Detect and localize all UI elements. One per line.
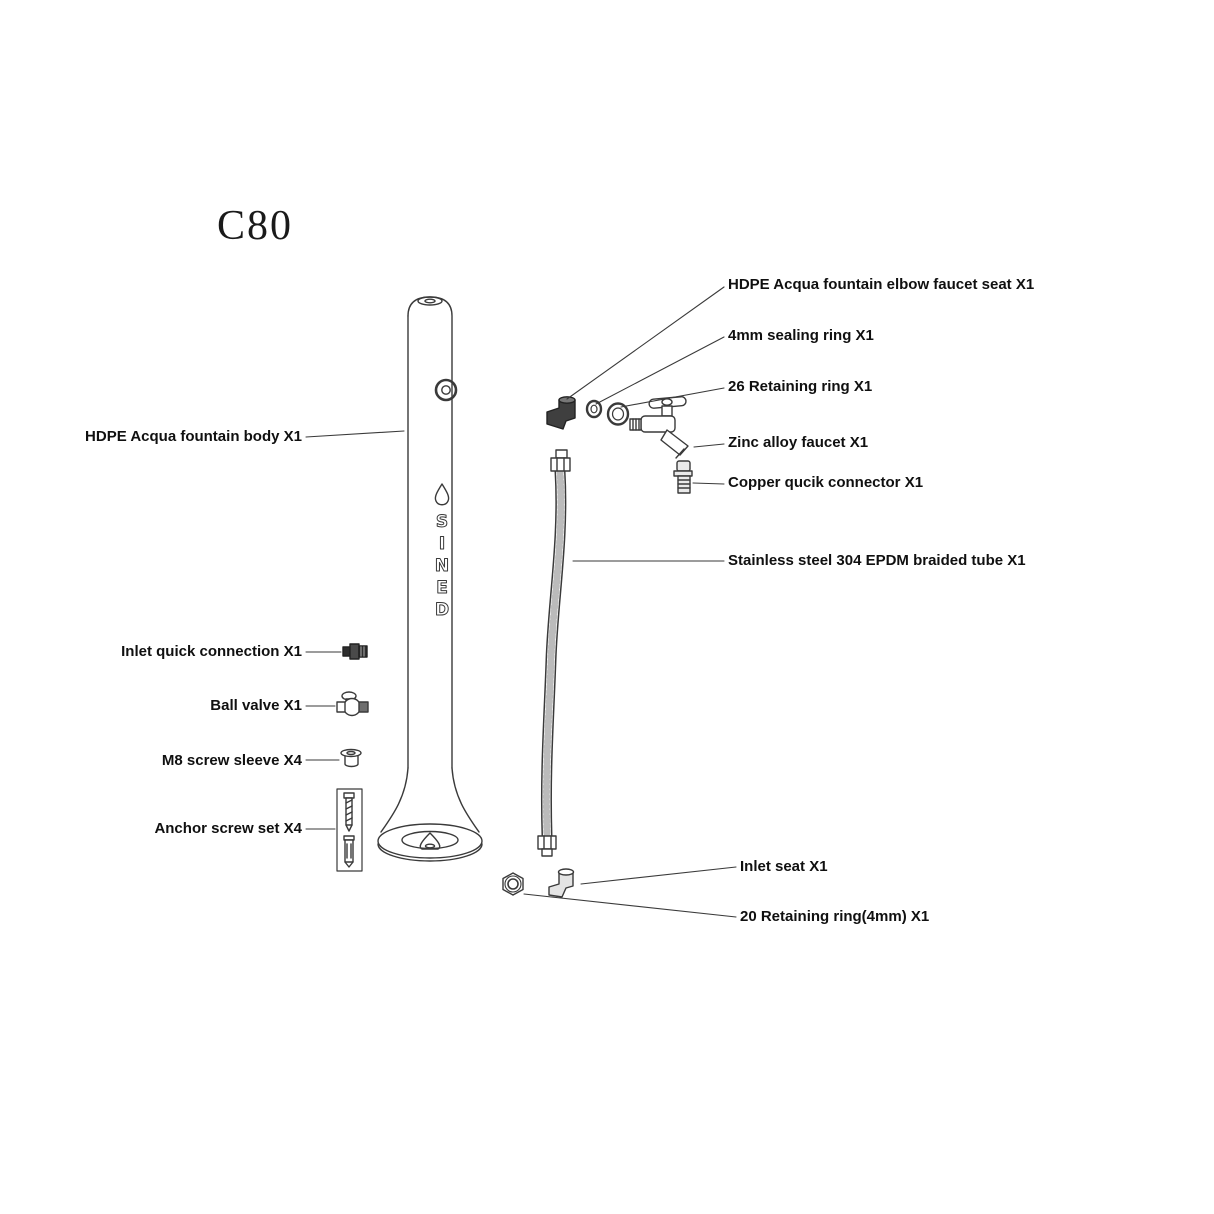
fountain-body-drawing: [377, 296, 483, 862]
label-zinc-faucet: Zinc alloy faucet X1: [728, 434, 869, 451]
label-retaining-ring-20: 20 Retaining ring(4mm) X1: [740, 908, 930, 925]
leader-lines: [305, 286, 737, 918]
inlet-seat-part: [548, 868, 575, 898]
label-fountain-body: HDPE Acqua fountain body X1: [85, 428, 302, 445]
braided-tube-part: [537, 449, 571, 857]
elbow-faucet-seat-part: [546, 396, 576, 430]
label-anchor-screw-set: Anchor screw set X4: [154, 820, 302, 837]
label-inlet-seat: Inlet seat X1: [740, 858, 828, 875]
label-braided-tube: Stainless steel 304 EPDM braided tube X1: [728, 552, 1026, 569]
logo-letter: D: [435, 600, 449, 620]
zinc-faucet-part: [629, 396, 689, 459]
retaining-ring-20-part: [502, 872, 524, 896]
label-ball-valve: Ball valve X1: [210, 697, 302, 714]
logo-letter: I: [439, 534, 445, 554]
sealing-ring-part: [585, 399, 603, 419]
diagram-title: C80: [217, 203, 294, 249]
label-copper-connector: Copper qucik connector X1: [728, 474, 924, 491]
faucet-hole: [434, 378, 458, 402]
ball-valve-part: [336, 691, 369, 717]
droplet-icon: [434, 483, 450, 506]
logo-letter: S: [436, 512, 448, 532]
logo-letter: N: [435, 556, 449, 576]
label-inlet-quick-connection: Inlet quick connection X1: [121, 643, 302, 660]
label-elbow-faucet-seat: HDPE Acqua fountain elbow faucet seat X1: [728, 276, 1035, 293]
retaining-ring-26-part: [606, 402, 630, 426]
label-m8-screw-sleeve: M8 screw sleeve X4: [161, 752, 302, 769]
m8-screw-sleeve-part: [340, 748, 362, 768]
logo-letter: E: [436, 578, 448, 598]
inlet-quick-connection-part: [342, 643, 368, 660]
sined-logo: S I N E D: [434, 483, 450, 621]
label-sealing-ring: 4mm sealing ring X1: [728, 327, 874, 344]
anchor-screw-set-part: [336, 788, 363, 872]
copper-connector-part: [673, 460, 693, 494]
label-retaining-ring-26: 26 Retaining ring X1: [728, 378, 873, 395]
